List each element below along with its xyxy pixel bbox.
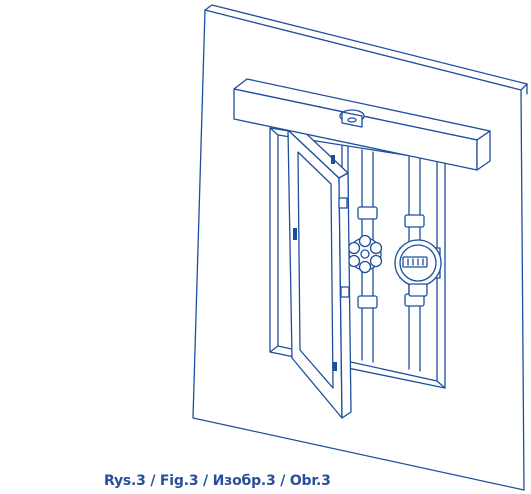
spirit-level (233, 78, 491, 171)
valve-handle (347, 234, 383, 274)
figure-caption: Rys.3 / Fig.3 / Изобр.3 / Obr.3 (104, 473, 331, 489)
door-hinges (338, 197, 350, 298)
door-panel (287, 123, 352, 419)
water-meter (394, 239, 442, 297)
